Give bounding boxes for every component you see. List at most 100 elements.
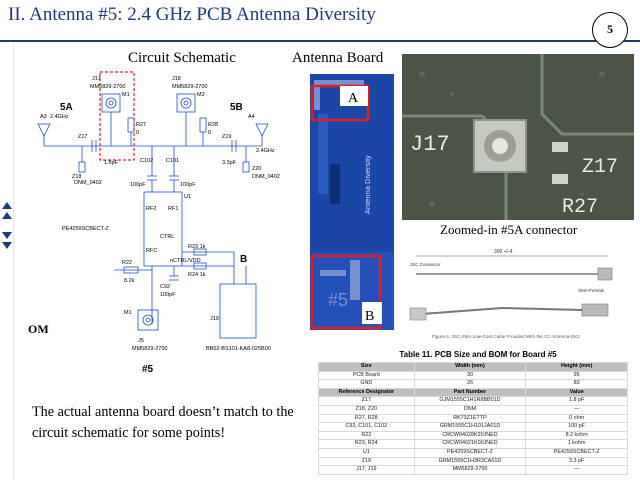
cable-figure: 300 +/-4 JSC Connector SMA-Female Figure… — [409, 249, 613, 339]
circuit-schematic: A3 2.4GHz A4 2.4GHz J17 MM5829-2700 J18 … — [37, 71, 280, 375]
chevron-up-icon[interactable] — [2, 202, 12, 209]
table-cell: PCB Board — [318, 370, 415, 381]
z17-label: Z17 — [78, 134, 87, 140]
z20-label: Z20 — [252, 166, 261, 172]
z19-label: Z19 — [222, 134, 231, 140]
table-cell: Z19 — [318, 456, 415, 467]
table-cell: 1 kohm — [525, 439, 628, 449]
ant-left-val: 2.4GHz — [50, 114, 69, 120]
r22-label: R22 — [122, 260, 132, 266]
table-cell: 100 pF — [525, 422, 628, 432]
table-cell: Height (mm) — [525, 362, 628, 372]
c92-val: 100pF — [160, 292, 176, 298]
table-cell: Value — [525, 387, 628, 398]
r28-label: R28 — [208, 122, 218, 128]
table-cell: Z18, Z20 — [318, 404, 415, 415]
table-cell: 95 — [525, 370, 628, 381]
ctrl-pin: CTRL — [160, 234, 174, 240]
zoom-z17-silk: Z17 — [582, 156, 618, 179]
ctrl-vdd-pin: nCTRL/VDD — [170, 258, 201, 264]
table-cell: GJM1555C1H1R8BB01D — [413, 396, 527, 406]
j5-m1-label: M1 — [124, 310, 132, 316]
label-5b: 5B — [230, 102, 243, 113]
c101-label: C101 — [166, 158, 179, 164]
j19-label: J19 — [210, 316, 219, 322]
slide-nav-strip — [0, 44, 14, 480]
chevron-down-icon[interactable] — [2, 232, 12, 239]
bom-table-title: Table 11. PCB Size and BOM for Board #5 — [399, 350, 557, 359]
u1-val: PE4259SCBECT-Z — [62, 226, 109, 232]
title-divider — [0, 40, 640, 42]
table-cell: CRCW04021K00JNED — [413, 439, 527, 449]
z20-val: DNM_0402 — [252, 174, 280, 180]
table-cell: DNM — [413, 404, 527, 415]
chevron-up-icon[interactable] — [2, 212, 12, 219]
m1-label: M1 — [122, 92, 130, 98]
slide-title: II. Antenna #5: 2.4 GHz PCB Antenna Dive… — [8, 4, 376, 25]
m2-label: M2 — [197, 92, 205, 98]
r22-val: 8.2k — [124, 278, 135, 284]
r27-val: 0 — [136, 130, 139, 136]
table-cell: GRM1555C1H3R3CA01D — [413, 456, 527, 467]
table-cell: MM5829-2700 — [413, 465, 527, 475]
table-cell: 83 — [525, 379, 628, 389]
c102-label: C102 — [140, 158, 153, 164]
table-cell: Reference Designator — [318, 387, 415, 398]
table-cell: 3.3 pF — [525, 456, 628, 467]
table-cell: C92, C101, C102 — [318, 422, 415, 432]
rf1-pin: RF1 — [168, 206, 178, 212]
table-cell: GND — [318, 379, 415, 389]
table-cell: PE4259SCBECT-Z — [413, 447, 527, 458]
table-cell: Size — [318, 362, 415, 372]
cable-label-sma: SMA-Female — [578, 288, 605, 293]
r24-label: R24 1k — [188, 272, 206, 278]
label-5-schematic: #5 — [142, 364, 154, 375]
u1-label: U1 — [184, 194, 191, 200]
zoom-r27-silk: R27 — [562, 196, 598, 219]
table-cell: PE4259SCBECT-Z — [525, 447, 628, 458]
table-cell: 30 — [413, 370, 527, 381]
j5-label: J5 — [138, 338, 144, 344]
table-cell: GRM1555C1H101JA01D — [413, 422, 527, 432]
board-label-a: A — [348, 91, 359, 106]
bottom-note: The actual antenna board doesn’t match t… — [32, 404, 294, 441]
j5-val: MM5829-2700 — [132, 346, 167, 352]
chevron-down-icon[interactable] — [2, 242, 12, 249]
table-cell: R27, R28 — [318, 413, 415, 424]
rfc-pin: RFC — [146, 248, 157, 254]
z18-label: Z18 — [72, 174, 81, 180]
table-cell: R23, R24 — [318, 439, 415, 449]
antenna-board-photo: Antenna Diversity #5 A B — [310, 74, 394, 330]
table-cell: 8.2 kohm — [525, 430, 628, 441]
r28-val: 0 — [208, 130, 211, 136]
j17-val: MM5829-2700 — [90, 84, 125, 90]
r23-label: R23 1k — [188, 244, 206, 250]
label-5a: 5A — [60, 102, 73, 113]
page-number-badge: 5 — [592, 12, 628, 48]
table-cell: J17, J19 — [318, 465, 415, 475]
r27-label: R27 — [136, 122, 146, 128]
table-cell: — — [525, 404, 628, 415]
table-cell: RK73Z1ETTP — [413, 413, 527, 424]
z17-val: 1.8pF — [104, 160, 119, 166]
cable-label-jsc: JSC Connector — [410, 262, 441, 267]
table-cell: CRCW04028K20JNED — [413, 430, 527, 441]
rf2-pin: RF2 — [146, 206, 156, 212]
j17-ref: J17 — [92, 76, 101, 82]
table-cell: Width (mm) — [413, 362, 527, 372]
zoom-caption: Zoomed-in #5A connector — [440, 222, 578, 237]
table-cell: Part Number — [413, 387, 527, 398]
